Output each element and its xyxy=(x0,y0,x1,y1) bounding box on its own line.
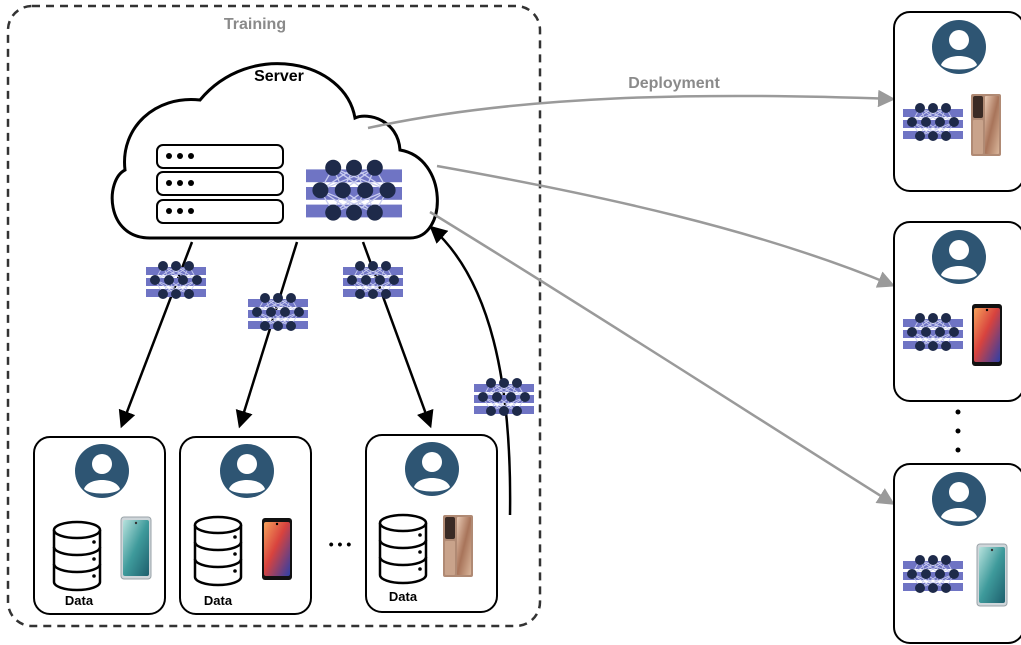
vertical-ellipsis xyxy=(955,409,961,453)
deployment-arrow-3 xyxy=(429,210,895,505)
deployment-arrow-2 xyxy=(436,164,896,288)
deployed-device-card xyxy=(893,221,1021,402)
horizontal-ellipsis: • • • xyxy=(329,536,352,552)
deployed-device-card xyxy=(893,463,1021,644)
database-icon xyxy=(52,520,102,592)
user-avatar-icon xyxy=(220,444,274,498)
database-icon xyxy=(193,515,243,587)
model-neural-network-icon xyxy=(342,260,404,300)
user-avatar-icon xyxy=(932,230,986,284)
deployment-arrow-1 xyxy=(367,89,896,130)
model-neural-network-icon xyxy=(473,377,535,417)
server-label: Server xyxy=(254,68,304,85)
database-icon xyxy=(378,513,428,585)
client-card: Data xyxy=(179,436,312,615)
client-card: Data xyxy=(365,434,498,613)
smartphone-icon xyxy=(120,516,152,580)
user-avatar-icon xyxy=(932,20,986,74)
training-region-border xyxy=(6,4,542,628)
client-data-label: Data xyxy=(204,593,233,608)
client-data-label: Data xyxy=(65,593,94,608)
model-neural-network-icon xyxy=(145,260,207,300)
model-neural-network-icon xyxy=(247,292,309,332)
smartphone-icon xyxy=(443,515,473,577)
upload-arrow xyxy=(429,225,512,516)
download-arrow-2 xyxy=(235,241,299,429)
smartphone-icon xyxy=(976,543,1008,607)
user-avatar-icon xyxy=(405,442,459,496)
smartphone-icon xyxy=(972,304,1002,366)
deployment-label: Deployment xyxy=(628,75,720,92)
client-data-label: Data xyxy=(389,589,418,604)
user-avatar-icon xyxy=(75,444,129,498)
deployed-device-card xyxy=(893,11,1021,192)
server-rack-icon xyxy=(156,144,284,224)
client-card: Data xyxy=(33,436,166,615)
smartphone-icon xyxy=(262,518,292,580)
smartphone-icon xyxy=(971,94,1001,156)
training-label: Training xyxy=(224,16,286,33)
user-avatar-icon xyxy=(932,472,986,526)
